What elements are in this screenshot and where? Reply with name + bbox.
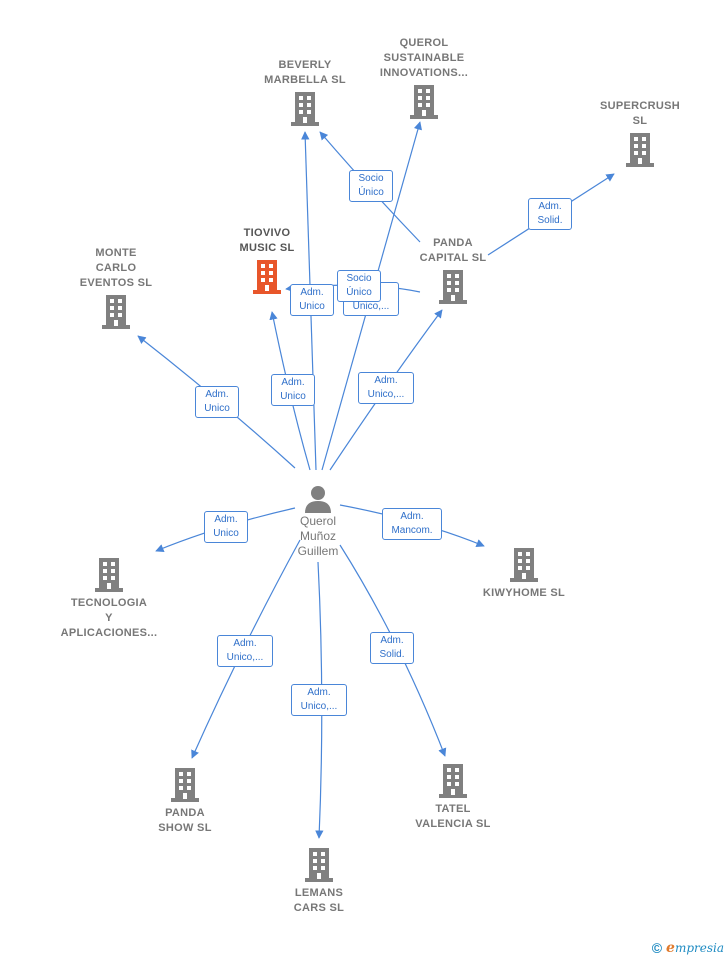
edge-label-adm-unico[interactable]: Adm. Unico: [195, 386, 239, 418]
building-icon: [439, 270, 467, 304]
company-node-tatel[interactable]: TATEL VALENCIA SL: [393, 764, 513, 832]
company-label: TIOVIVO MUSIC SL: [239, 227, 295, 254]
building-icon: [102, 295, 130, 329]
edge-label-adm-unico[interactable]: Adm. Unico: [290, 284, 334, 316]
building-icon: [410, 85, 438, 119]
edge-label-adm-mancom[interactable]: Adm. Mancom.: [382, 508, 442, 540]
company-node-querol-sustainable[interactable]: QUEROL SUSTAINABLE INNOVATIONS...: [364, 36, 484, 119]
edge-label-adm-unico[interactable]: Adm. Unico: [271, 374, 315, 406]
company-label: PANDA CAPITAL SL: [419, 237, 487, 264]
building-icon: [305, 848, 333, 882]
company-node-panda-show[interactable]: PANDA SHOW SL: [125, 768, 245, 836]
company-node-tiovivo[interactable]: TIOVIVO MUSIC SL: [207, 226, 327, 294]
company-label: SUPERCRUSH SL: [599, 100, 680, 127]
person-icon: [305, 486, 331, 513]
edge-label-adm-unico[interactable]: Adm. Unico,...: [291, 684, 347, 716]
building-icon: [626, 133, 654, 167]
company-label: BEVERLY MARBELLA SL: [264, 59, 346, 86]
copyright-icon: ©: [651, 940, 663, 956]
building-icon: [95, 558, 123, 592]
person-name: Querol Muñoz Guillem: [297, 514, 339, 558]
edge-label-adm-unico[interactable]: Adm. Unico,...: [358, 372, 414, 404]
building-icon: [253, 260, 281, 294]
company-label: PANDA SHOW SL: [158, 807, 212, 834]
company-node-supercrush[interactable]: SUPERCRUSH SL: [580, 99, 700, 167]
edge-label-adm-solid[interactable]: Adm. Solid.: [528, 198, 572, 230]
person-node[interactable]: Querol Muñoz Guillem: [258, 484, 378, 559]
company-label: LEMANS CARS SL: [293, 887, 345, 914]
company-label: TECNOLOGIA Y APLICACIONES...: [60, 597, 158, 639]
company-node-beverly[interactable]: BEVERLY MARBELLA SL: [245, 58, 365, 126]
company-label: KIWYHOME SL: [482, 587, 566, 599]
edge-label-socio-unico[interactable]: Socio Único: [337, 270, 381, 302]
edge-label-adm-unico[interactable]: Adm. Unico: [204, 511, 248, 543]
company-node-monte-carlo[interactable]: MONTE CARLO EVENTOS SL: [56, 246, 176, 329]
building-icon: [291, 92, 319, 126]
brand-logo[interactable]: © empresia: [652, 940, 724, 956]
brand-wordmark: empresia: [666, 940, 724, 956]
edge-label-adm-unico[interactable]: Adm. Unico,...: [217, 635, 273, 667]
building-icon: [171, 768, 199, 802]
company-label: TATEL VALENCIA SL: [415, 803, 491, 830]
edge-label-adm-solid[interactable]: Adm. Solid.: [370, 632, 414, 664]
company-node-lemans[interactable]: LEMANS CARS SL: [259, 848, 379, 916]
company-node-tecnologia[interactable]: TECNOLOGIA Y APLICACIONES...: [49, 558, 169, 641]
building-icon: [510, 548, 538, 582]
company-node-panda-capital[interactable]: PANDA CAPITAL SL: [393, 236, 513, 304]
company-node-kiwyhome[interactable]: KIWYHOME SL: [464, 548, 584, 601]
building-icon: [439, 764, 467, 798]
company-label: MONTE CARLO EVENTOS SL: [79, 247, 153, 289]
company-label: QUEROL SUSTAINABLE INNOVATIONS...: [379, 37, 469, 79]
edge-label-socio-unico[interactable]: Socio Único: [349, 170, 393, 202]
